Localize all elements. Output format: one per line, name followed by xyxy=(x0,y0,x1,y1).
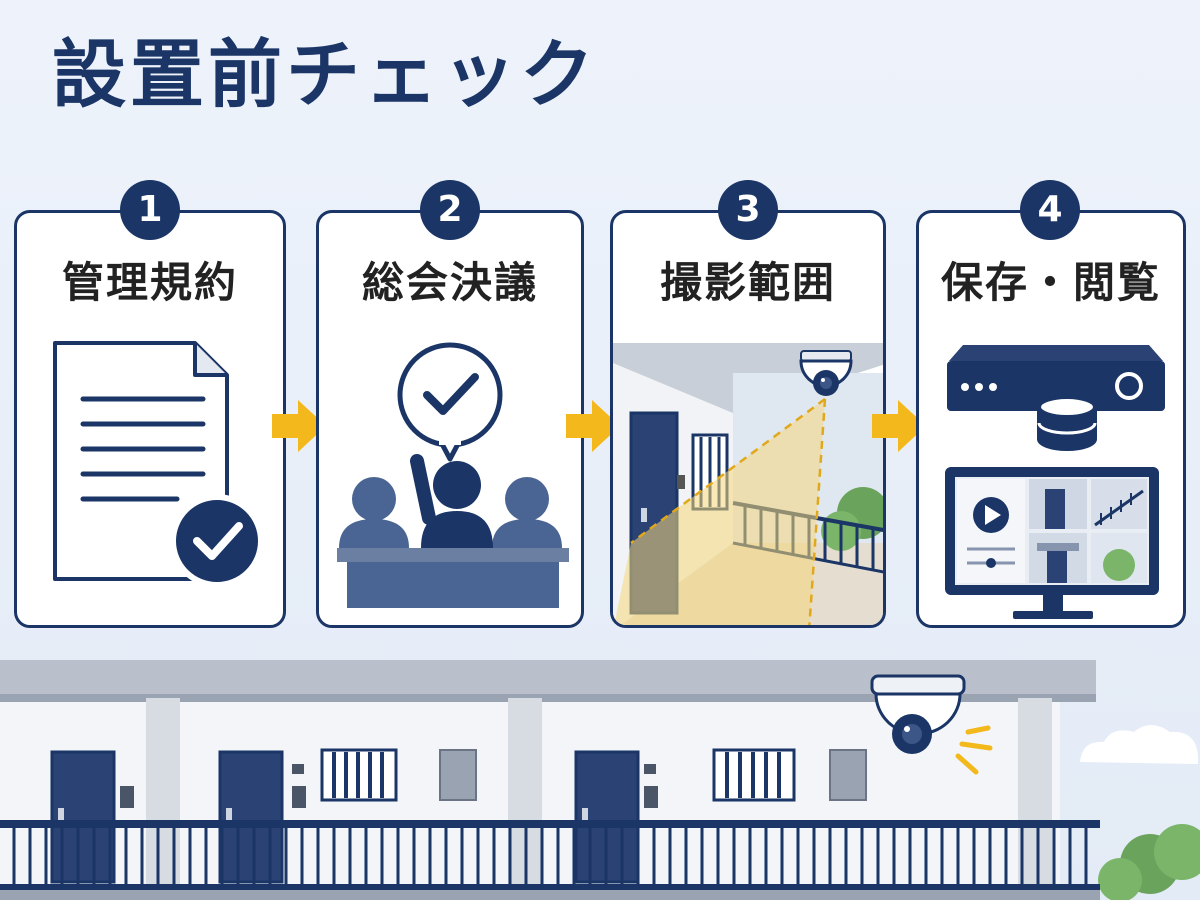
step-label-2: 総会決議 xyxy=(361,258,538,307)
step-number-2: 2 xyxy=(420,180,480,240)
arrow-right-icon xyxy=(272,400,326,452)
arrow-right-icon xyxy=(872,400,926,452)
step-card-4 xyxy=(916,210,1186,628)
step-label-4: 保存・閲覧 xyxy=(940,258,1161,307)
camera-coverage-icon xyxy=(613,343,883,625)
step-card-3 xyxy=(610,210,886,628)
step-card-2 xyxy=(316,210,584,628)
arrow-right-icon xyxy=(566,400,620,452)
step-label-3: 撮影範囲 xyxy=(659,258,836,307)
step-number-1: 1 xyxy=(120,180,180,240)
recorder-monitor-icon xyxy=(945,345,1165,619)
meeting-vote-icon xyxy=(337,342,569,608)
step-label-1: 管理規約 xyxy=(61,258,238,307)
step-number-4: 4 xyxy=(1020,180,1080,240)
step-card-1 xyxy=(14,210,286,628)
step-number-3: 3 xyxy=(718,180,778,240)
page-title: 設置前チェック xyxy=(52,32,598,118)
apartment-building-illustration xyxy=(0,660,1200,900)
document-check-icon xyxy=(53,341,264,588)
